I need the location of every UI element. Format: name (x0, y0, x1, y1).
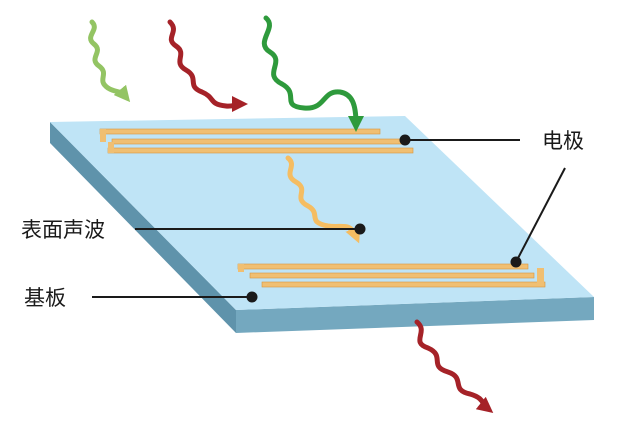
leader-substrate (92, 291, 258, 303)
substrate-front-face (236, 297, 594, 333)
leader-electrode-upper (399, 134, 520, 146)
wave-surface-acoustic (285, 155, 361, 244)
substrate-plate (50, 116, 594, 333)
substrate-top-face (50, 116, 594, 310)
wave-green (261, 15, 364, 132)
electrode-upper (99, 128, 414, 154)
substrate-side-face (50, 122, 236, 333)
wave-dark-red-bottom (414, 319, 494, 414)
wave-light-green (88, 19, 131, 103)
label-substrate: 基板 (24, 286, 66, 310)
leader-electrode-lower (510, 167, 566, 268)
label-electrode: 电极 (542, 129, 584, 153)
label-surface-wave: 表面声波 (21, 218, 105, 242)
wave-dark-red-top (167, 19, 248, 113)
leader-surface-wave (135, 223, 366, 235)
electrode-lower (237, 263, 546, 288)
